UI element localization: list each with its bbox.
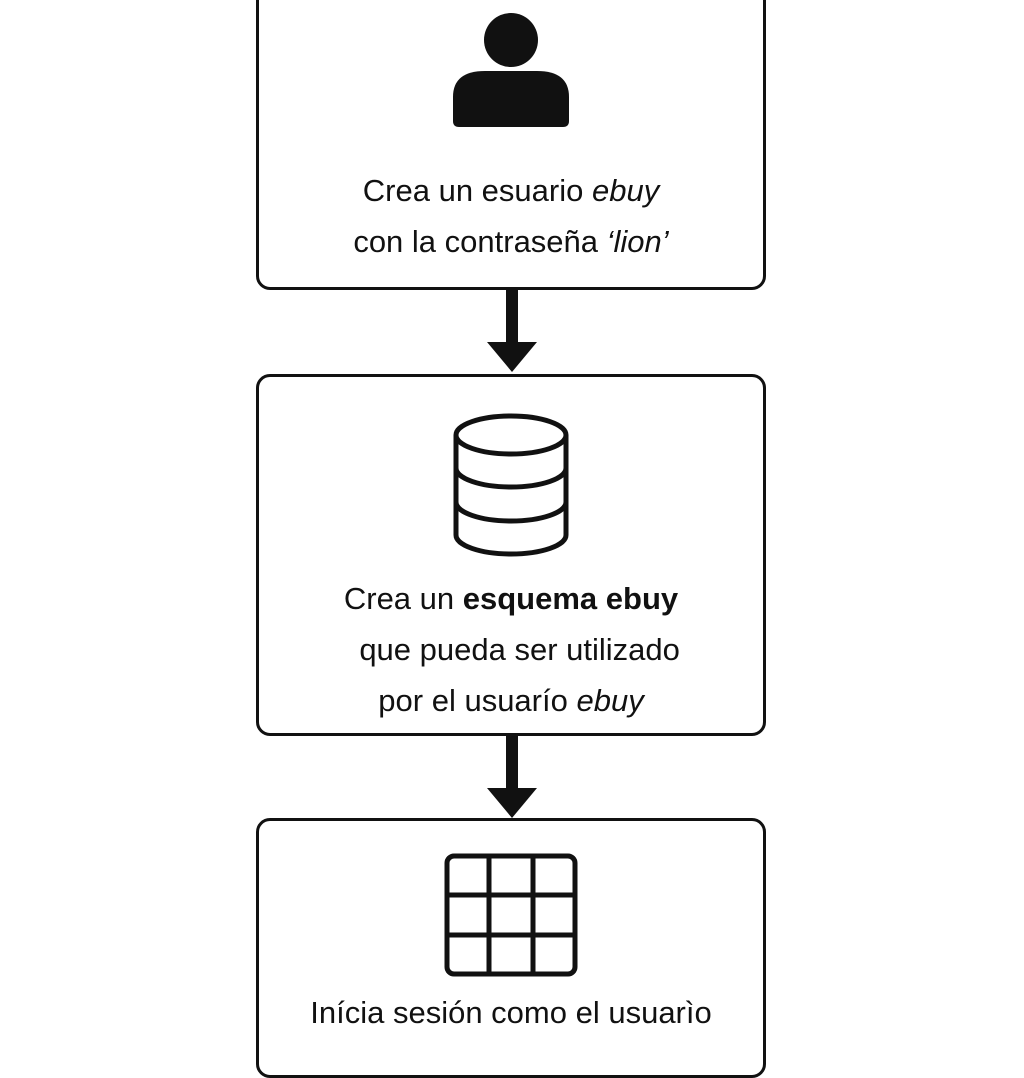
step-text: Crea un esquema ebuy que pueda ser utili… xyxy=(259,573,763,726)
text-run: con la contraseña xyxy=(353,224,607,259)
text-run: Inícia sesión como el usuarìo xyxy=(310,995,712,1030)
text-run: por el usuarío xyxy=(378,683,577,718)
text-line: Crea un esquema ebuy xyxy=(259,573,763,624)
down-arrow-icon xyxy=(487,736,537,825)
text-run: Crea un esuario xyxy=(362,173,592,208)
step-login-as-user: Inícia sesión como el usuarìo xyxy=(256,818,766,1078)
text-run: ebuy xyxy=(591,173,660,208)
database-icon xyxy=(451,413,571,564)
text-line: por el usuarío ebuy xyxy=(259,675,763,726)
table-grid-icon xyxy=(444,853,578,982)
text-run: ‘lion’ xyxy=(606,224,669,259)
user-icon xyxy=(451,13,571,134)
text-line: Crea un esuario ebuy xyxy=(259,165,763,216)
text-run: esquema ebuy xyxy=(462,581,679,616)
step-text: Inícia sesión como el usuarìo xyxy=(259,987,763,1038)
text-line: que pueda ser utilizado xyxy=(259,624,763,675)
text-line: Inícia sesión como el usuarìo xyxy=(259,987,763,1038)
step-create-schema: Crea un esquema ebuy que pueda ser utili… xyxy=(256,374,766,736)
text-run: que pueda ser utilizado xyxy=(342,632,680,667)
text-run: ebuy xyxy=(576,683,644,718)
down-arrow-icon xyxy=(487,290,537,379)
text-run: Crea un xyxy=(343,581,463,616)
text-line: con la contraseña ‘lion’ xyxy=(259,216,763,267)
